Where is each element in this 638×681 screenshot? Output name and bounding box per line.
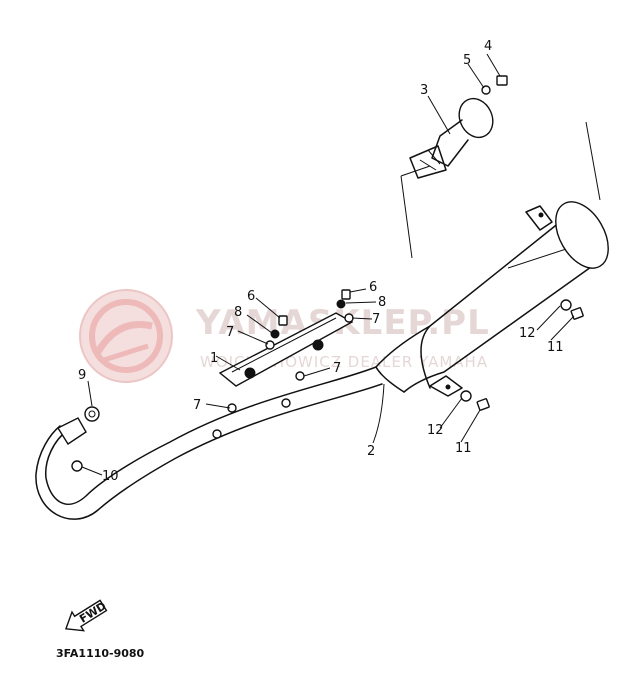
bolt-6a [278,315,288,326]
callout-8-right: 8 [378,295,386,310]
bolt-4 [496,75,508,86]
nut-7c [295,371,305,381]
callout-2: 2 [367,444,375,459]
bolt-6b [341,289,351,300]
flange-nut-10 [56,417,87,472]
tail-cap [409,97,494,179]
watermark-logo [79,289,173,383]
fasteners [56,75,584,472]
washer-12b [460,390,472,402]
washer-8b [336,299,346,309]
watermark: YAMASKLEP.PL WOJCIECHOWICZ DEALER YAMAHA [79,289,489,383]
leader-lines [81,53,575,476]
exhaust-pipe [35,366,383,520]
nut-7f [212,429,222,439]
callout-4: 4 [484,39,492,54]
callout-6-left: 6 [247,289,255,304]
callout-7-upper-right: 7 [372,312,380,327]
callout-3: 3 [420,83,428,98]
callout-9: 9 [78,368,86,383]
bolt-11b [476,398,490,411]
callout-1: 1 [210,351,218,366]
callout-5: 5 [463,53,471,68]
callout-7-lower-left: 7 [193,398,201,413]
callout-7-upper-left: 7 [226,325,234,340]
callout-8-left: 8 [234,305,242,320]
callouts: 1 2 3 4 5 6 6 7 7 7 7 8 8 9 10 11 11 12 … [78,39,564,484]
callout-12-right: 12 [519,326,536,341]
part-code: 3FA1110-9080 [56,647,145,660]
fwd-arrow-icon: FWD [64,599,108,632]
muffler [375,201,609,397]
callout-12-lower: 12 [427,423,444,438]
callout-7-middle: 7 [333,361,341,376]
callout-10: 10 [102,469,119,484]
callout-11-lower: 11 [455,441,472,456]
washer-8a [270,329,280,339]
washer-12a [560,299,572,311]
nut-7b [344,313,354,323]
gasket-9 [84,406,100,422]
nut-7a [265,340,275,350]
heat-protector [218,312,354,387]
fwd-label: FWD [77,599,108,625]
callout-6-right: 6 [369,280,377,295]
nut-7e [281,398,291,408]
callout-11-right: 11 [547,340,564,355]
